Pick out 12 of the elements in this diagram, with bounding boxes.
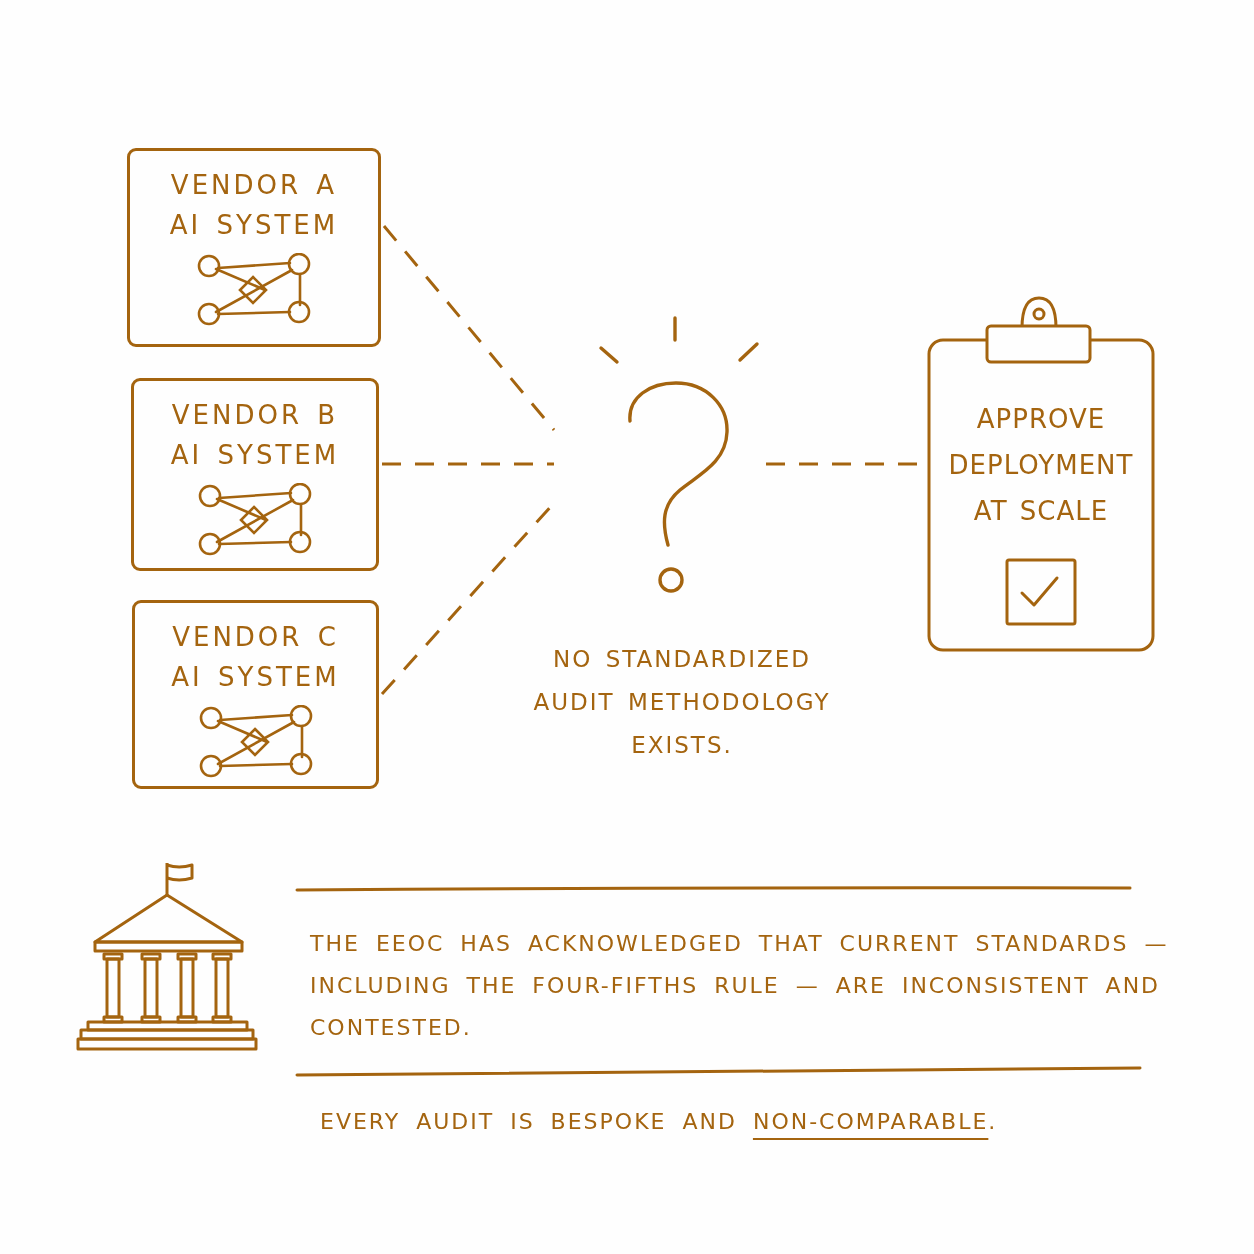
caption-text: NO STANDARDIZED AUDIT METHODOLOGY EXISTS. <box>532 645 832 760</box>
system-box <box>131 378 379 571</box>
note-text: THE EEOC HAS ACKNOWLEDGED THAT CURRENT STANDARDS — INCLUDING THE FOUR-FIFTHS RULE — ARE INCONSISTENT AND CONTESTED. <box>310 930 1170 1042</box>
node-label: VENDOR B AI SYSTEM <box>169 399 341 472</box>
dashed-connector <box>382 462 554 466</box>
system-box <box>127 148 381 347</box>
node-label: VENDOR A AI SYSTEM <box>168 169 340 242</box>
system-box <box>132 600 379 789</box>
summary-text: EVERY AUDIT IS BESPOKE AND NON-COMPARABLE. <box>320 1108 998 1136</box>
node-label: VENDOR C AI SYSTEM <box>170 621 341 694</box>
dashed-connector <box>382 225 556 431</box>
node-label: APPROVE DEPLOYMENT AT SCALE <box>947 403 1135 528</box>
